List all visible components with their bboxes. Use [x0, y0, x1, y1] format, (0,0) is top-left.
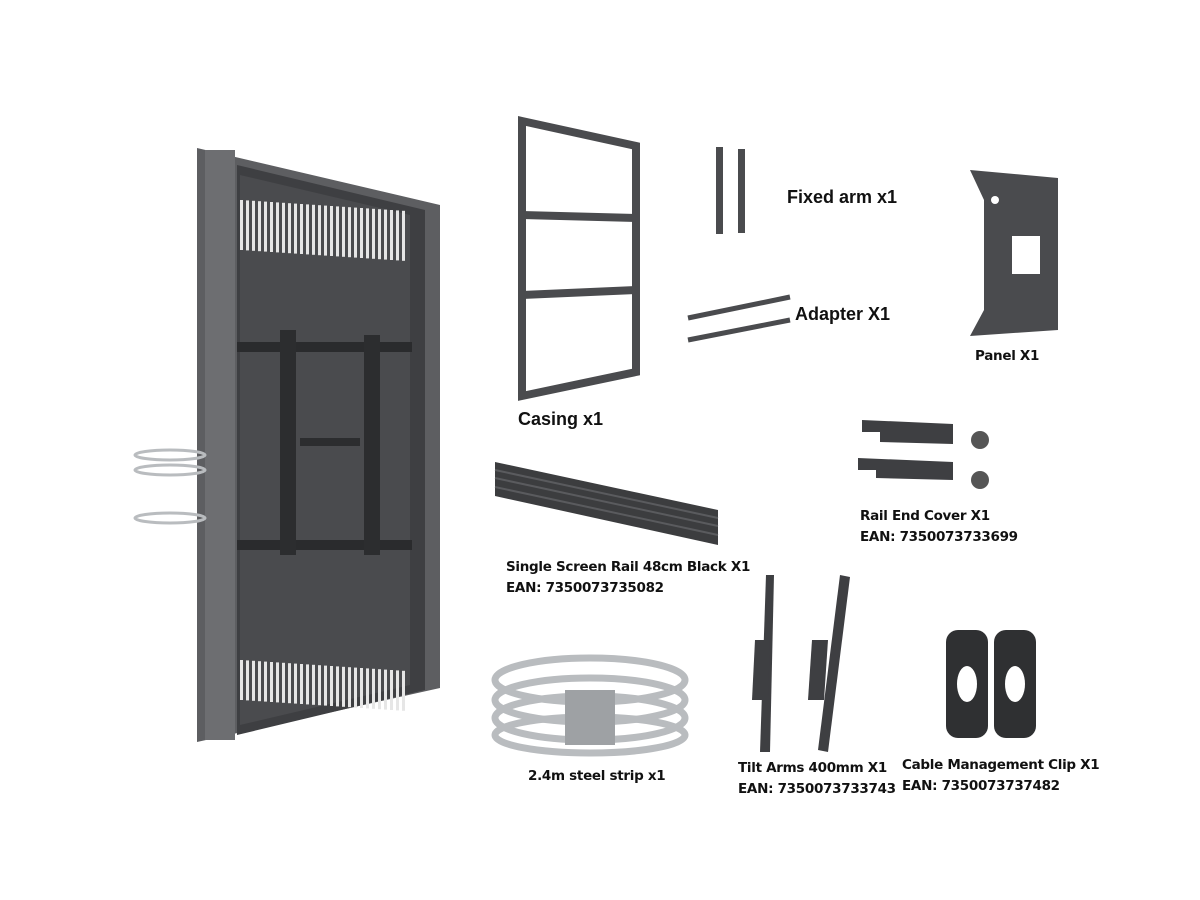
vent-slot	[294, 663, 297, 704]
vent-slot	[324, 205, 327, 256]
vent-slot	[366, 208, 369, 259]
vent-slot	[390, 210, 393, 260]
vent-slot	[384, 209, 387, 260]
vent-slot	[372, 668, 375, 709]
vent-slot	[342, 206, 345, 257]
vent-slots-top	[240, 200, 405, 261]
vent-slot	[384, 669, 387, 710]
vent-slot	[354, 207, 357, 258]
vent-slot	[324, 665, 327, 706]
casing-label: Casing x1	[518, 409, 604, 429]
adapter-label: Adapter X1	[795, 304, 891, 324]
vent-slot	[318, 205, 321, 256]
panel-label: Panel X1	[975, 348, 1040, 364]
vent-slot	[366, 668, 369, 709]
strip-clamp-screws	[565, 690, 615, 745]
vent-slot	[270, 202, 273, 252]
vent-slot	[246, 660, 249, 701]
vent-slot	[288, 663, 291, 704]
vent-slot	[240, 660, 243, 700]
vent-slot	[252, 200, 255, 251]
vent-slot	[318, 665, 321, 706]
adapter-image	[687, 294, 791, 343]
vent-slot	[396, 210, 399, 261]
vent-slot	[294, 203, 297, 254]
vent-slot	[258, 201, 261, 252]
vent-slot	[372, 208, 375, 259]
vent-slot	[240, 200, 243, 250]
vent-slot	[264, 201, 267, 252]
vent-slot	[348, 667, 351, 708]
cable-clip-caption: Cable Management Clip X1 EAN: 7350073737…	[902, 755, 1100, 797]
tilt-arms-ean: EAN: 7350073733743	[738, 781, 896, 797]
vent-slot	[300, 664, 303, 704]
vent-slot	[282, 202, 285, 253]
casing-frame-image	[518, 116, 640, 401]
rail-ean: EAN: 7350073735082	[506, 580, 664, 596]
vent-slot	[276, 662, 279, 703]
rail-end-cover-ean: EAN: 7350073733699	[860, 529, 1018, 545]
vent-slot	[312, 664, 315, 705]
vent-slot	[348, 207, 351, 258]
tilt-arms-name: Tilt Arms 400mm X1	[738, 760, 887, 776]
fixed-arm-label: Fixed arm x1	[787, 187, 898, 207]
vent-slot	[270, 662, 273, 702]
vent-slot	[306, 204, 309, 255]
cable-clip-name: Cable Management Clip X1	[902, 757, 1100, 773]
rail-end-cover-name: Rail End Cover X1	[860, 508, 990, 524]
vent-slot	[336, 666, 339, 707]
rail-image	[494, 462, 719, 545]
vent-slot	[282, 662, 285, 703]
vent-slot	[354, 667, 357, 708]
vent-slot	[246, 200, 249, 251]
vent-slot	[312, 204, 315, 255]
vent-slot	[264, 661, 267, 702]
vent-slot	[402, 670, 405, 711]
tilt-arms-image	[752, 575, 850, 752]
steel-strip-label: 2.4m steel strip x1	[528, 768, 666, 784]
tilt-arms-caption: Tilt Arms 400mm X1 EAN: 7350073733743	[738, 758, 896, 800]
cable-clip-ean: EAN: 7350073737482	[902, 778, 1060, 794]
cable-clip-image	[946, 630, 1036, 738]
vent-slot	[378, 209, 381, 260]
fixed-arm-image	[716, 147, 745, 234]
vent-slot	[360, 668, 363, 708]
vent-slot	[360, 208, 363, 258]
vent-slot	[342, 666, 345, 707]
vent-slot	[276, 202, 279, 253]
vent-slot	[390, 670, 393, 710]
main-enclosure-image	[133, 148, 440, 742]
vent-slot	[288, 203, 291, 254]
vent-slot	[396, 670, 399, 711]
vent-slot	[330, 206, 333, 256]
vent-slot	[258, 661, 261, 702]
vent-slot	[378, 669, 381, 710]
panel-image	[970, 170, 1058, 336]
vent-slot	[330, 666, 333, 706]
rail-end-cover-image	[858, 420, 989, 489]
vent-slot	[336, 206, 339, 257]
rail-end-cover-caption: Rail End Cover X1 EAN: 7350073733699	[860, 506, 1018, 548]
vent-slot	[300, 204, 303, 254]
vent-slot	[402, 210, 405, 261]
vent-slot	[306, 664, 309, 705]
vent-slot	[252, 660, 255, 701]
vent-slots-bottom	[240, 660, 405, 711]
rail-caption: Single Screen Rail 48cm Black X1 EAN: 73…	[506, 557, 750, 599]
rail-name: Single Screen Rail 48cm Black X1	[506, 559, 751, 575]
